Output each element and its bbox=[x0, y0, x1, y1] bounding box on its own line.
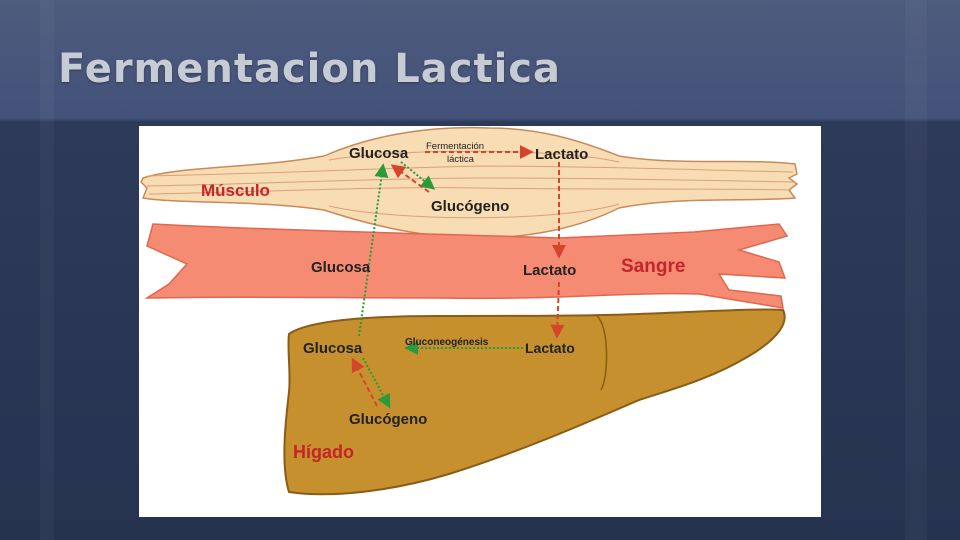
muscle-lactate-label: Lactato bbox=[535, 146, 588, 163]
organ-label-muscle: Músculo bbox=[201, 181, 270, 200]
liver-glucose-label: Glucosa bbox=[303, 340, 363, 357]
diagram-canvas: Músculo Sangre Hígado Glucosa Lactato Gl… bbox=[140, 126, 799, 496]
arrow-glucose-to-glycogen-muscle bbox=[400, 161, 436, 190]
process-label-fermentation: Fermentación bbox=[426, 141, 484, 152]
arrow-glucose-liver-to-muscle bbox=[358, 163, 389, 337]
cori-cycle-diagram: Músculo Sangre Hígado Glucosa Lactato Gl… bbox=[139, 126, 821, 517]
muscle-glycogen-label: Glucógeno bbox=[431, 198, 509, 215]
background-stripe bbox=[40, 0, 54, 540]
blood-glucose-label: Glucosa bbox=[311, 259, 371, 276]
muscle-shape bbox=[140, 126, 799, 239]
muscle-glucose-label: Glucosa bbox=[349, 145, 409, 162]
blood-vessel-shape bbox=[144, 223, 789, 309]
arrow-lactate-blood-to-liver bbox=[550, 281, 565, 339]
liver-glycogen-label: Glucógeno bbox=[349, 411, 427, 428]
liver-lactate-label: Lactato bbox=[525, 340, 575, 356]
process-label-gluconeogenesis: Gluconeogénesis bbox=[405, 337, 489, 348]
arrow-glycogen-to-glucose-liver bbox=[351, 357, 378, 407]
process-label-lactic: láctica bbox=[447, 154, 475, 165]
organ-label-blood: Sangre bbox=[621, 256, 685, 277]
liver-shape bbox=[283, 308, 786, 496]
arrow-glucose-to-glycogen-liver bbox=[362, 357, 391, 409]
organ-label-liver: Hígado bbox=[293, 442, 354, 462]
background-stripe bbox=[905, 0, 927, 540]
blood-lactate-label: Lactato bbox=[523, 262, 576, 279]
slide-title: Fermentacion Lactica bbox=[58, 46, 561, 92]
